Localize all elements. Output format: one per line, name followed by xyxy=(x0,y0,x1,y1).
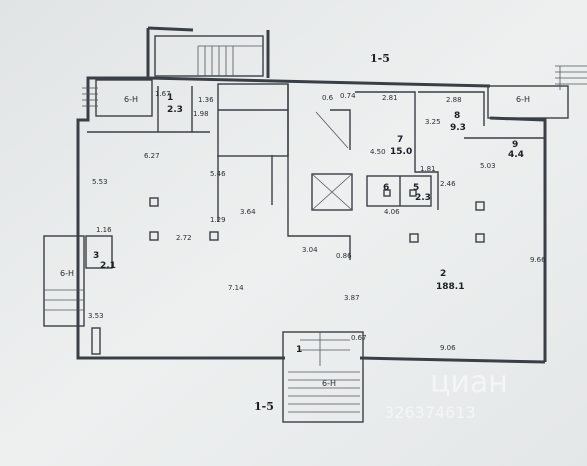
room-9-number: 9 xyxy=(512,140,518,150)
dim-3-87: 3.87 xyxy=(344,294,360,302)
dim-3-64: 3.64 xyxy=(240,208,256,216)
room-3-number: 3 xyxy=(93,251,99,261)
stair-label-bottom: 6-Н xyxy=(322,379,336,388)
dim-5-03: 5.03 xyxy=(480,162,496,170)
dim-3-53: 3.53 xyxy=(88,312,104,320)
dim-1-29: 1.29 xyxy=(210,216,226,224)
room-7-label: 7 15.0 xyxy=(390,135,412,157)
room-5-area: 2.3 xyxy=(415,193,431,203)
dim-0-86: 0.86 xyxy=(336,252,352,260)
exterior-walls xyxy=(76,26,547,364)
dim-0-74: 0.74 xyxy=(340,92,356,100)
stair-label-right: 6-Н xyxy=(516,95,530,104)
stair-labels: 6-Н 6-Н 6-Н 6-Н 1-5 1-5 xyxy=(60,52,530,413)
room-5-number: 5 xyxy=(413,183,419,193)
dim-5-53: 5.53 xyxy=(92,178,108,186)
watermark-brand: циан xyxy=(430,365,508,400)
room-8-number: 8 xyxy=(454,111,460,121)
room-4-area: 2.3 xyxy=(167,105,183,115)
stair-block-left-mid xyxy=(43,235,113,327)
dim-2-72: 2.72 xyxy=(176,234,192,242)
dim-5-46: 5.46 xyxy=(210,170,226,178)
dim-0-67: 0.67 xyxy=(351,334,367,342)
dim-1-81: 1.81 xyxy=(420,165,436,173)
dim-1-36: 1.36 xyxy=(198,96,214,104)
dimension-labels: 0.6 1.67 1.36 1.98 0.74 2.81 2.88 6.27 5… xyxy=(88,90,546,352)
dim-1-16: 1.16 xyxy=(96,226,112,234)
room-3-label: 3 2.1 xyxy=(93,251,116,271)
room-5-label: 5 2.3 xyxy=(413,183,431,203)
dim-4-50: 4.50 xyxy=(370,148,386,156)
room-1-number: 1 xyxy=(296,345,302,355)
dim-9-66: 9.66 xyxy=(530,256,546,264)
stair-block-right xyxy=(487,65,587,119)
room-1-label: 1 xyxy=(296,345,302,355)
inner-partitions xyxy=(91,83,545,355)
dim-7-14: 7.14 xyxy=(228,284,244,292)
room-2-label: 2 188.1 xyxy=(436,269,464,292)
room-8-area: 9.3 xyxy=(450,123,466,133)
dim-4-06: 4.06 xyxy=(384,208,400,216)
room-4-number: 1 xyxy=(167,93,173,103)
dim-0-6: 0.6 xyxy=(322,94,334,102)
dim-2-46: 2.46 xyxy=(440,180,456,188)
section-mark-bottom: 1-5 xyxy=(254,400,274,413)
dim-9-06: 9.06 xyxy=(440,344,456,352)
room-2-area: 188.1 xyxy=(436,282,464,292)
columns xyxy=(149,189,485,243)
room-2-number: 2 xyxy=(440,269,446,279)
stair-label-left: 6-Н xyxy=(60,269,74,278)
room-7-area: 15.0 xyxy=(390,147,412,157)
stair-label-top: 6-Н xyxy=(124,95,138,104)
room-6-label: 6 xyxy=(383,183,389,193)
room-9-label: 9 4.4 xyxy=(508,140,524,160)
dim-2-81: 2.81 xyxy=(382,94,398,102)
room-9-area: 4.4 xyxy=(508,150,524,160)
room-4-label: 1 2.3 xyxy=(167,93,183,115)
dim-1-98: 1.98 xyxy=(193,110,209,118)
dim-1-67: 1.67 xyxy=(155,90,171,98)
stair-block-left-top xyxy=(82,79,153,117)
watermark: циан 326374613 xyxy=(384,365,508,422)
section-mark-top: 1-5 xyxy=(370,52,390,65)
room-6-number: 6 xyxy=(383,183,389,193)
dim-6-27: 6.27 xyxy=(144,152,160,160)
room-3-area: 2.1 xyxy=(100,261,116,271)
stair-block-bottom xyxy=(282,331,364,423)
dim-3-04: 3.04 xyxy=(302,246,318,254)
dim-2-88: 2.88 xyxy=(446,96,462,104)
watermark-id: 326374613 xyxy=(384,403,476,422)
stair-block-top xyxy=(154,35,264,77)
dim-3-25: 3.25 xyxy=(425,118,441,126)
room-7-number: 7 xyxy=(397,135,403,145)
room-8-label: 8 9.3 xyxy=(450,111,466,133)
